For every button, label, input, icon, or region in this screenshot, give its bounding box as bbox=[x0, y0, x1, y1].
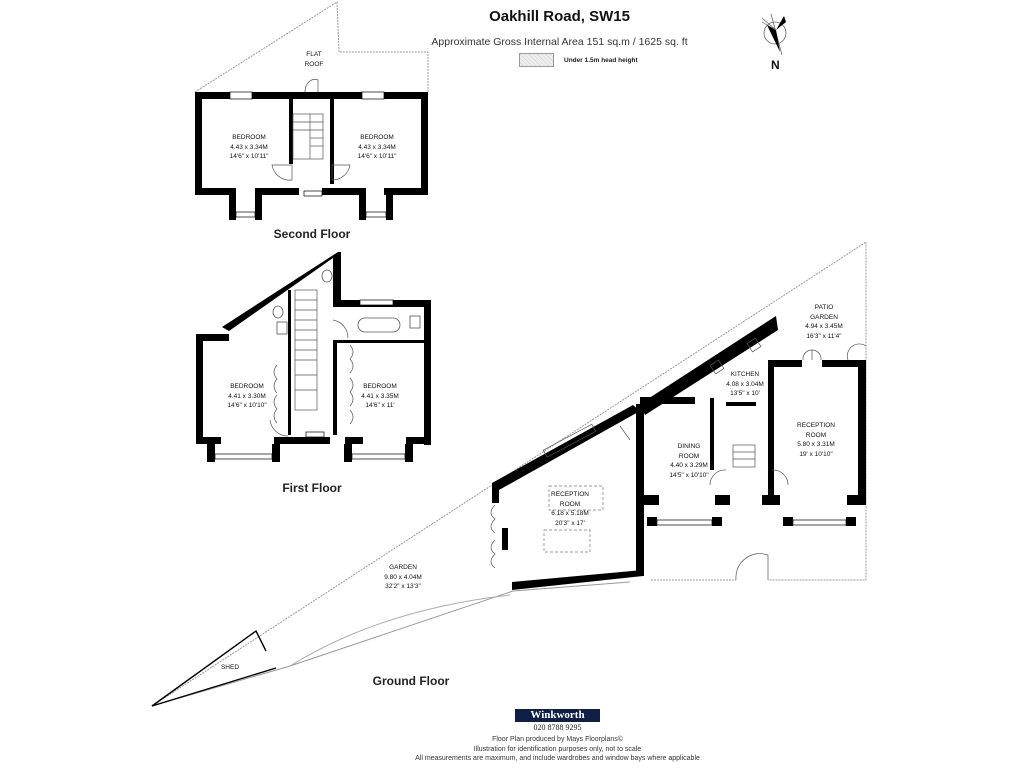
room-name: ROOM bbox=[559, 500, 581, 508]
room-name: ROOM bbox=[678, 452, 700, 460]
room-name: GARDEN bbox=[810, 313, 838, 321]
kitchen-label: KITCHEN 4.08 x 3.04M 13'5" x 10' bbox=[726, 370, 764, 399]
ground-floor-plan bbox=[151, 241, 867, 707]
room-metric: 4.41 x 3.35M bbox=[361, 392, 399, 400]
first-floor-plan bbox=[196, 252, 431, 462]
dining-room-label: DINING ROOM 4.40 x 3.29M 14'5" x 10'10" bbox=[669, 442, 708, 480]
room-imperial: 14'6" x 11' bbox=[365, 402, 395, 409]
disclaimer-line-2: Illustration for identification purposes… bbox=[473, 745, 642, 753]
patio-garden-label: PATIO GARDEN 4.94 x 3.45M 16'3" x 11'4" bbox=[805, 303, 843, 341]
room-metric: 4.41 x 3.30M bbox=[228, 392, 266, 400]
second-floor-bedroom-1-label: BEDROOM 4.43 x 3.34M 14'6" x 10'11" bbox=[230, 133, 269, 162]
gross-area: Approximate Gross Internal Area 151 sq.m… bbox=[431, 36, 688, 48]
flat-roof-label: FLAT ROOF bbox=[304, 51, 324, 68]
first-floor-bedroom-2-label: BEDROOM 4.41 x 3.35M 14'6" x 11' bbox=[361, 382, 399, 411]
ground-floor-title: Ground Floor bbox=[372, 674, 450, 688]
room-metric: 4.43 x 3.34M bbox=[230, 143, 268, 151]
room-metric: 4.40 x 3.29M bbox=[670, 462, 708, 469]
room-name: KITCHEN bbox=[730, 371, 760, 378]
shed-label: SHED bbox=[220, 664, 240, 671]
disclaimer-line-3: All measurements are maximum, and includ… bbox=[415, 755, 700, 762]
room-imperial: 14'6" x 10'10" bbox=[227, 402, 267, 409]
room-name: BEDROOM bbox=[232, 134, 266, 141]
room-name: ROOM bbox=[805, 431, 827, 439]
garden-label: GARDEN 9.80 x 4.04M 32'2" x 13'3" bbox=[384, 563, 422, 592]
winkworth-logo: Winkworth bbox=[515, 709, 600, 722]
room-imperial: 16'3" x 11'4" bbox=[806, 332, 842, 340]
room-metric: 6.18 x 5.18M bbox=[551, 510, 589, 517]
first-floor-title: First Floor bbox=[282, 481, 342, 495]
room-metric: 4.08 x 3.04M bbox=[726, 380, 764, 388]
room-name: DINING bbox=[677, 443, 701, 450]
front-reception-room-label: RECEPTION ROOM 5.80 x 3.31M 19' x 10'10" bbox=[797, 421, 835, 459]
room-name: BEDROOM bbox=[363, 383, 397, 390]
second-floor-plan bbox=[194, 1, 429, 220]
room-imperial: 14'6" x 10'11" bbox=[357, 153, 397, 160]
first-floor-bedroom-1-label: BEDROOM 4.41 x 3.30M 14'6" x 10'10" bbox=[227, 382, 266, 411]
room-imperial: 14'5" x 10'10" bbox=[669, 471, 709, 479]
room-name: GARDEN bbox=[389, 564, 417, 571]
room-imperial: 13'5" x 10' bbox=[730, 390, 760, 397]
room-name: BEDROOM bbox=[360, 134, 394, 141]
second-floor-title: Second Floor bbox=[273, 227, 351, 241]
room-imperial: 19' x 10'10" bbox=[799, 450, 833, 458]
legend: Under 1.5m head height bbox=[519, 53, 638, 67]
compass-icon bbox=[761, 13, 787, 56]
plan-title: Oakhill Road, SW15 bbox=[489, 8, 630, 25]
compass-north-label: N bbox=[771, 58, 780, 72]
room-name: PATIO bbox=[814, 304, 834, 311]
disclaimer-line-1: Floor Plan produced by Mays Floorplans© bbox=[492, 736, 623, 743]
room-name: RECEPTION bbox=[797, 422, 835, 429]
room-imperial: 14'6" x 10'11" bbox=[229, 153, 269, 160]
room-imperial: 20'3" x 17' bbox=[555, 519, 585, 527]
room-metric: 5.80 x 3.31M bbox=[797, 441, 835, 448]
legend-hatch-swatch bbox=[519, 53, 554, 67]
room-name: RECEPTION bbox=[551, 491, 589, 498]
room-imperial: 32'2" x 13'3" bbox=[385, 583, 421, 590]
disclaimer: Floor Plan produced by Mays Floorplans© … bbox=[0, 735, 1024, 764]
agent-phone: 020 8788 9295 bbox=[533, 723, 582, 732]
room-metric: 9.80 x 4.04M bbox=[384, 573, 422, 581]
rear-reception-room-label: RECEPTION ROOM 6.18 x 5.18M 20'3" x 17' bbox=[551, 490, 589, 528]
room-name: BEDROOM bbox=[230, 383, 264, 390]
legend-label: Under 1.5m head height bbox=[564, 56, 638, 64]
room-metric: 4.43 x 3.34M bbox=[358, 143, 396, 151]
second-floor-bedroom-2-label: BEDROOM 4.43 x 3.34M 14'6" x 10'11" bbox=[358, 133, 397, 162]
room-metric: 4.94 x 3.45M bbox=[805, 323, 843, 330]
